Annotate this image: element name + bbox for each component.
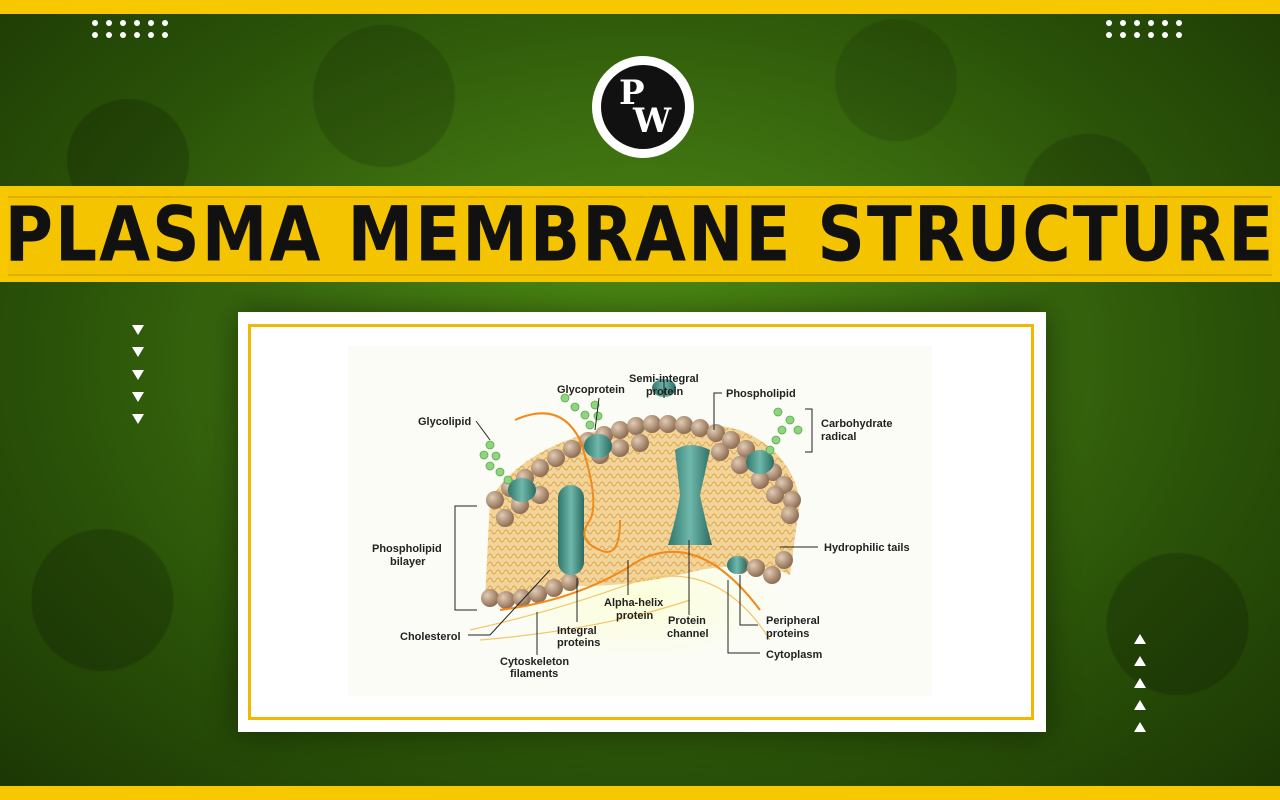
logo-letter-w: W [633,101,672,141]
label-phospholipid: Phospholipid [726,388,796,400]
protein-channel-shape [668,445,712,545]
label-cytoplasm: Cytoplasm [766,649,822,661]
label-semi-integral-2: protein [646,386,684,398]
label-bilayer: Phospholipid [372,543,442,555]
decorative-dots-left [92,20,168,38]
label-semi-integral: Semi-integral [629,373,699,385]
triangle-down-icon [132,325,144,335]
triangle-down-icon [132,347,144,357]
label-peripheral-2: proteins [766,628,809,640]
label-carbohydrate-2: radical [821,431,856,443]
label-glycoprotein: Glycoprotein [557,384,625,396]
label-carbohydrate: Carbohydrate [821,418,893,430]
triangle-down-icon [132,414,144,424]
triangle-down-icon [132,392,144,402]
triangle-up-icon [1134,700,1146,710]
label-cytoskeleton-2: filaments [510,668,558,680]
bottom-yellow-bar [0,786,1280,800]
triangle-up-icon [1134,634,1146,644]
label-protein-channel: Protein [668,615,706,627]
triangle-down-icon [132,370,144,380]
label-peripheral: Peripheral [766,615,820,627]
label-cytoskeleton: Cytoskeleton [500,656,569,668]
triangle-up-icon [1134,722,1146,732]
label-alpha-helix: Alpha-helix [604,597,664,609]
triangle-up-icon [1134,678,1146,688]
pw-logo-icon: P W [601,65,685,149]
label-integral-2: proteins [557,637,600,649]
label-integral: Integral [557,625,597,637]
label-hydrophilic-tails: Hydrophilic tails [824,542,910,554]
leader-lines [454,380,818,655]
label-glycolipid: Glycolipid [418,416,471,428]
title-band: PLASMA MEMBRANE STRUCTURE [0,186,1280,282]
top-yellow-bar [0,0,1280,14]
decorative-dots-right [1106,20,1182,38]
page-title: PLASMA MEMBRANE STRUCTURE [4,189,1276,279]
integral-protein-shape [558,485,584,575]
triangle-up-icon [1134,656,1146,666]
logo-letter-p: P [619,73,645,113]
label-protein-channel-2: channel [667,628,709,640]
label-bilayer-2: bilayer [390,556,426,568]
label-alpha-helix-2: protein [616,610,654,622]
label-cholesterol: Cholesterol [400,631,461,643]
pw-logo: P W [592,56,694,158]
lipid-bilayer [469,379,803,660]
